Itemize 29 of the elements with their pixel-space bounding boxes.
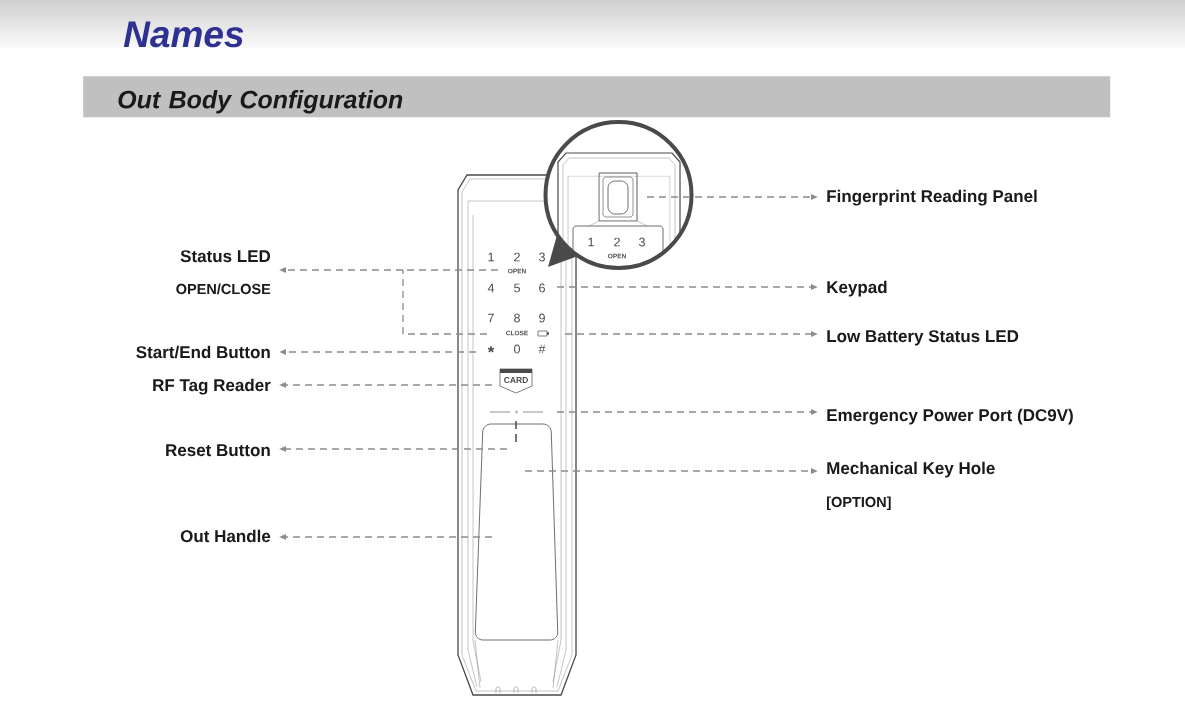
keypad-digit: 8 <box>514 313 520 323</box>
keypad-digit: 1 <box>488 252 494 262</box>
keypad-digit: 0 <box>514 344 520 354</box>
keypad-digit: 9 <box>539 313 545 323</box>
part-label: RF Tag Reader <box>153 378 271 395</box>
part-label: Fingerprint Reading Panel <box>827 189 1037 206</box>
section-header-band: Out Body Configuration <box>83 76 1111 118</box>
keypad-digit: 1 <box>588 237 594 247</box>
keypad-digit: * <box>487 346 495 353</box>
keypad-digit: 2 <box>514 252 520 262</box>
title: Names <box>123 21 244 48</box>
part-label: Reset Button <box>166 444 270 457</box>
part-label: Low Battery Status LED <box>827 330 1019 346</box>
part-label: Start/End Button <box>136 345 270 359</box>
leader-line <box>402 269 488 335</box>
part-label: Emergency Power Port (DC9V) <box>827 408 1073 425</box>
keypad-digit: # <box>538 344 546 354</box>
part-label: Keypad <box>827 280 887 297</box>
part-label: Mechanical Key Hole [OPTION] <box>827 461 995 510</box>
keypad-digit: 3 <box>539 252 545 262</box>
keypad-digit: 7 <box>488 313 494 323</box>
part-label: Out Handle <box>180 529 271 543</box>
keypad-digit: 2 <box>614 237 620 247</box>
part-label: Status LED OPEN/CLOSE <box>176 250 271 295</box>
keypad-digit: 4 <box>487 283 495 293</box>
keypad-digit: 6 <box>539 283 545 293</box>
keypad-digit: 5 <box>514 283 520 293</box>
keypad-digit: 3 <box>639 237 645 247</box>
door-lock-drawing <box>457 120 694 696</box>
